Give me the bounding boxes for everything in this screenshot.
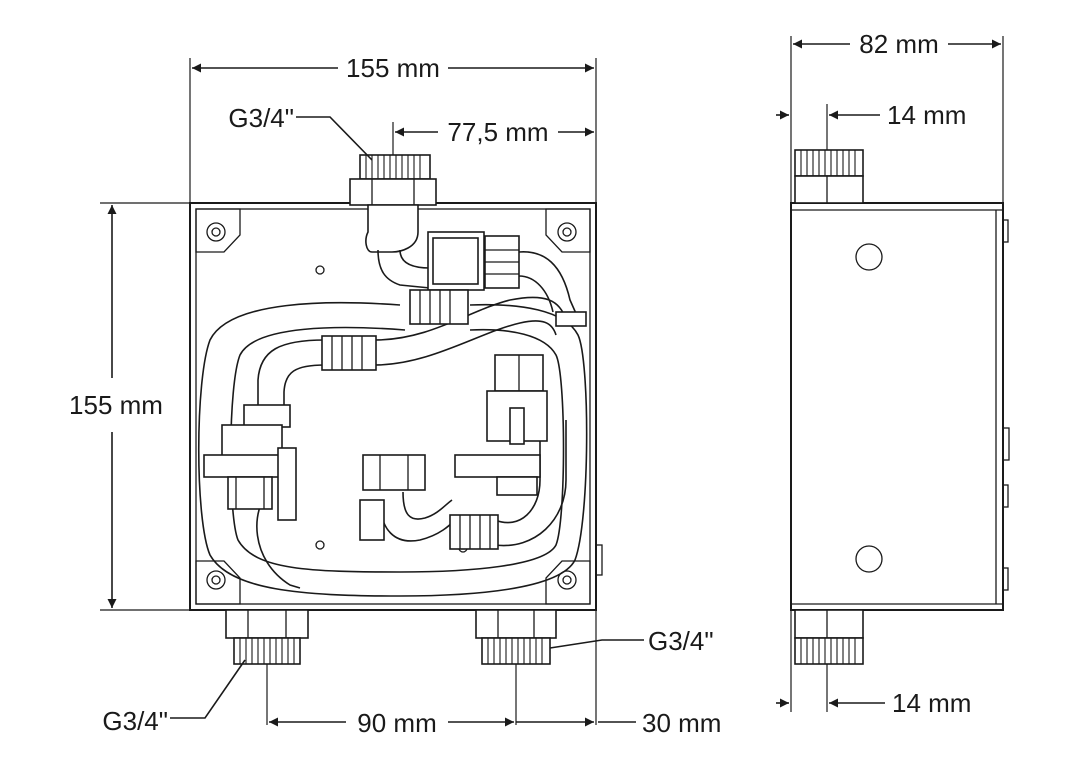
bottom-edge-label: 30 mm xyxy=(642,708,721,738)
left-valve xyxy=(203,404,297,521)
front-view: 155 mm 77,5 mm G3/4" 155 mm G3/4" G3/4" … xyxy=(69,53,721,738)
mounting-hole xyxy=(855,545,883,573)
bottom-left-thread-label: G3/4" xyxy=(102,706,168,736)
upper-coupling xyxy=(409,289,469,325)
right-valve xyxy=(454,354,548,496)
side-bottom-pipe xyxy=(794,609,864,665)
side-housing xyxy=(790,202,1010,611)
screw xyxy=(557,570,577,590)
side-top-pipe-label: 14 mm xyxy=(887,100,966,130)
hose-loop xyxy=(198,301,588,597)
side-bottom-pipe-label: 14 mm xyxy=(892,688,971,718)
middle-coupling xyxy=(321,335,377,371)
side-depth-label: 82 mm xyxy=(859,29,938,59)
front-width-label: 155 mm xyxy=(346,53,440,83)
upper-valve xyxy=(427,231,587,327)
front-height-label: 155 mm xyxy=(69,390,163,420)
mounting-hole xyxy=(855,243,883,271)
bottom-left-outlet xyxy=(225,609,309,665)
bottom-right-outlet xyxy=(475,609,557,665)
screw xyxy=(557,222,577,242)
inner-hose xyxy=(257,296,567,410)
screw xyxy=(206,222,226,242)
screw xyxy=(206,570,226,590)
lower-hose xyxy=(256,420,567,589)
lower-fittings xyxy=(359,454,499,550)
top-thread-label: G3/4" xyxy=(228,103,294,133)
bottom-spacing-label: 90 mm xyxy=(357,708,436,738)
top-offset-label: 77,5 mm xyxy=(447,117,548,147)
bottom-right-thread-label: G3/4" xyxy=(648,626,714,656)
top-inlet-fitting xyxy=(349,154,437,289)
side-top-pipe xyxy=(794,149,864,204)
side-view: 82 mm 14 mm 14 mm xyxy=(776,29,1010,718)
